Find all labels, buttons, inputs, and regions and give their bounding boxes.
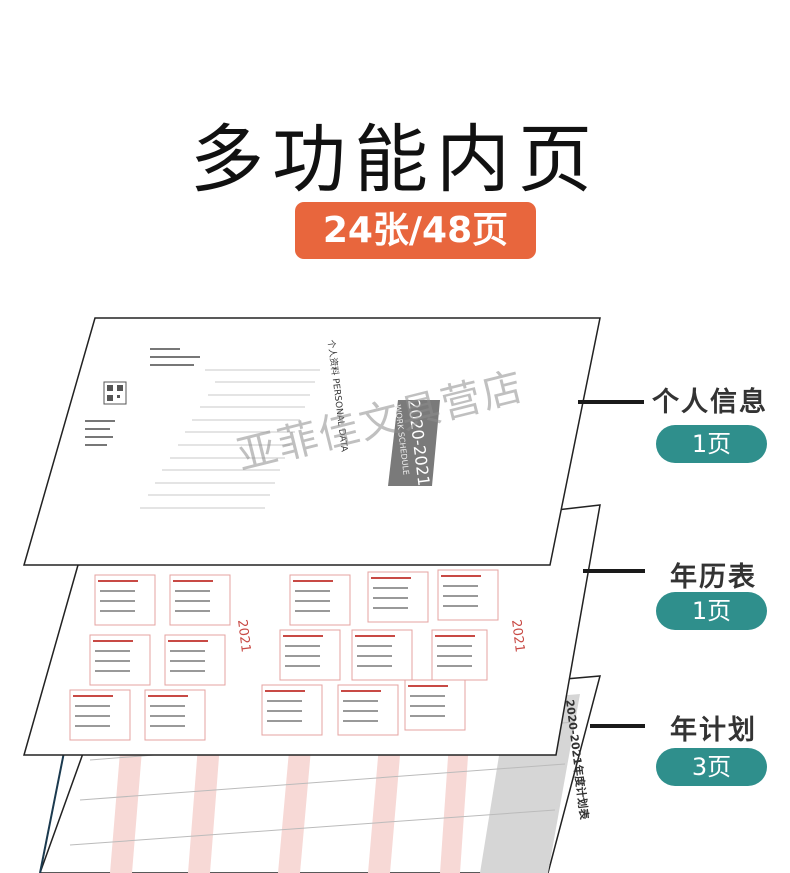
callout-label-plan: 年计划	[670, 715, 757, 746]
callout-line-calendar	[583, 569, 645, 573]
calendar-year-left: 2021	[234, 619, 253, 654]
personal-info-page: 个人资料 PERSONAL DATA 2020-2021 WORK SCHEDU…	[23, 317, 601, 566]
callout-pages-personal: 1页	[656, 425, 767, 463]
page-title: 多功能内页	[190, 117, 600, 203]
callout-line-personal	[578, 400, 644, 404]
callout-pages-plan: 3页	[656, 748, 767, 786]
callout-pages-calendar: 1页	[656, 592, 767, 630]
callout-line-plan	[590, 724, 645, 728]
calendar-year-right: 2021	[508, 619, 527, 654]
page-count-badge: 24张/48页	[295, 202, 536, 259]
callout-label-calendar: 年历表	[670, 562, 757, 593]
callout-label-personal: 个人信息	[652, 387, 768, 418]
calendar-page: 2021 2021	[23, 504, 601, 756]
qr-code-icon	[103, 381, 127, 405]
